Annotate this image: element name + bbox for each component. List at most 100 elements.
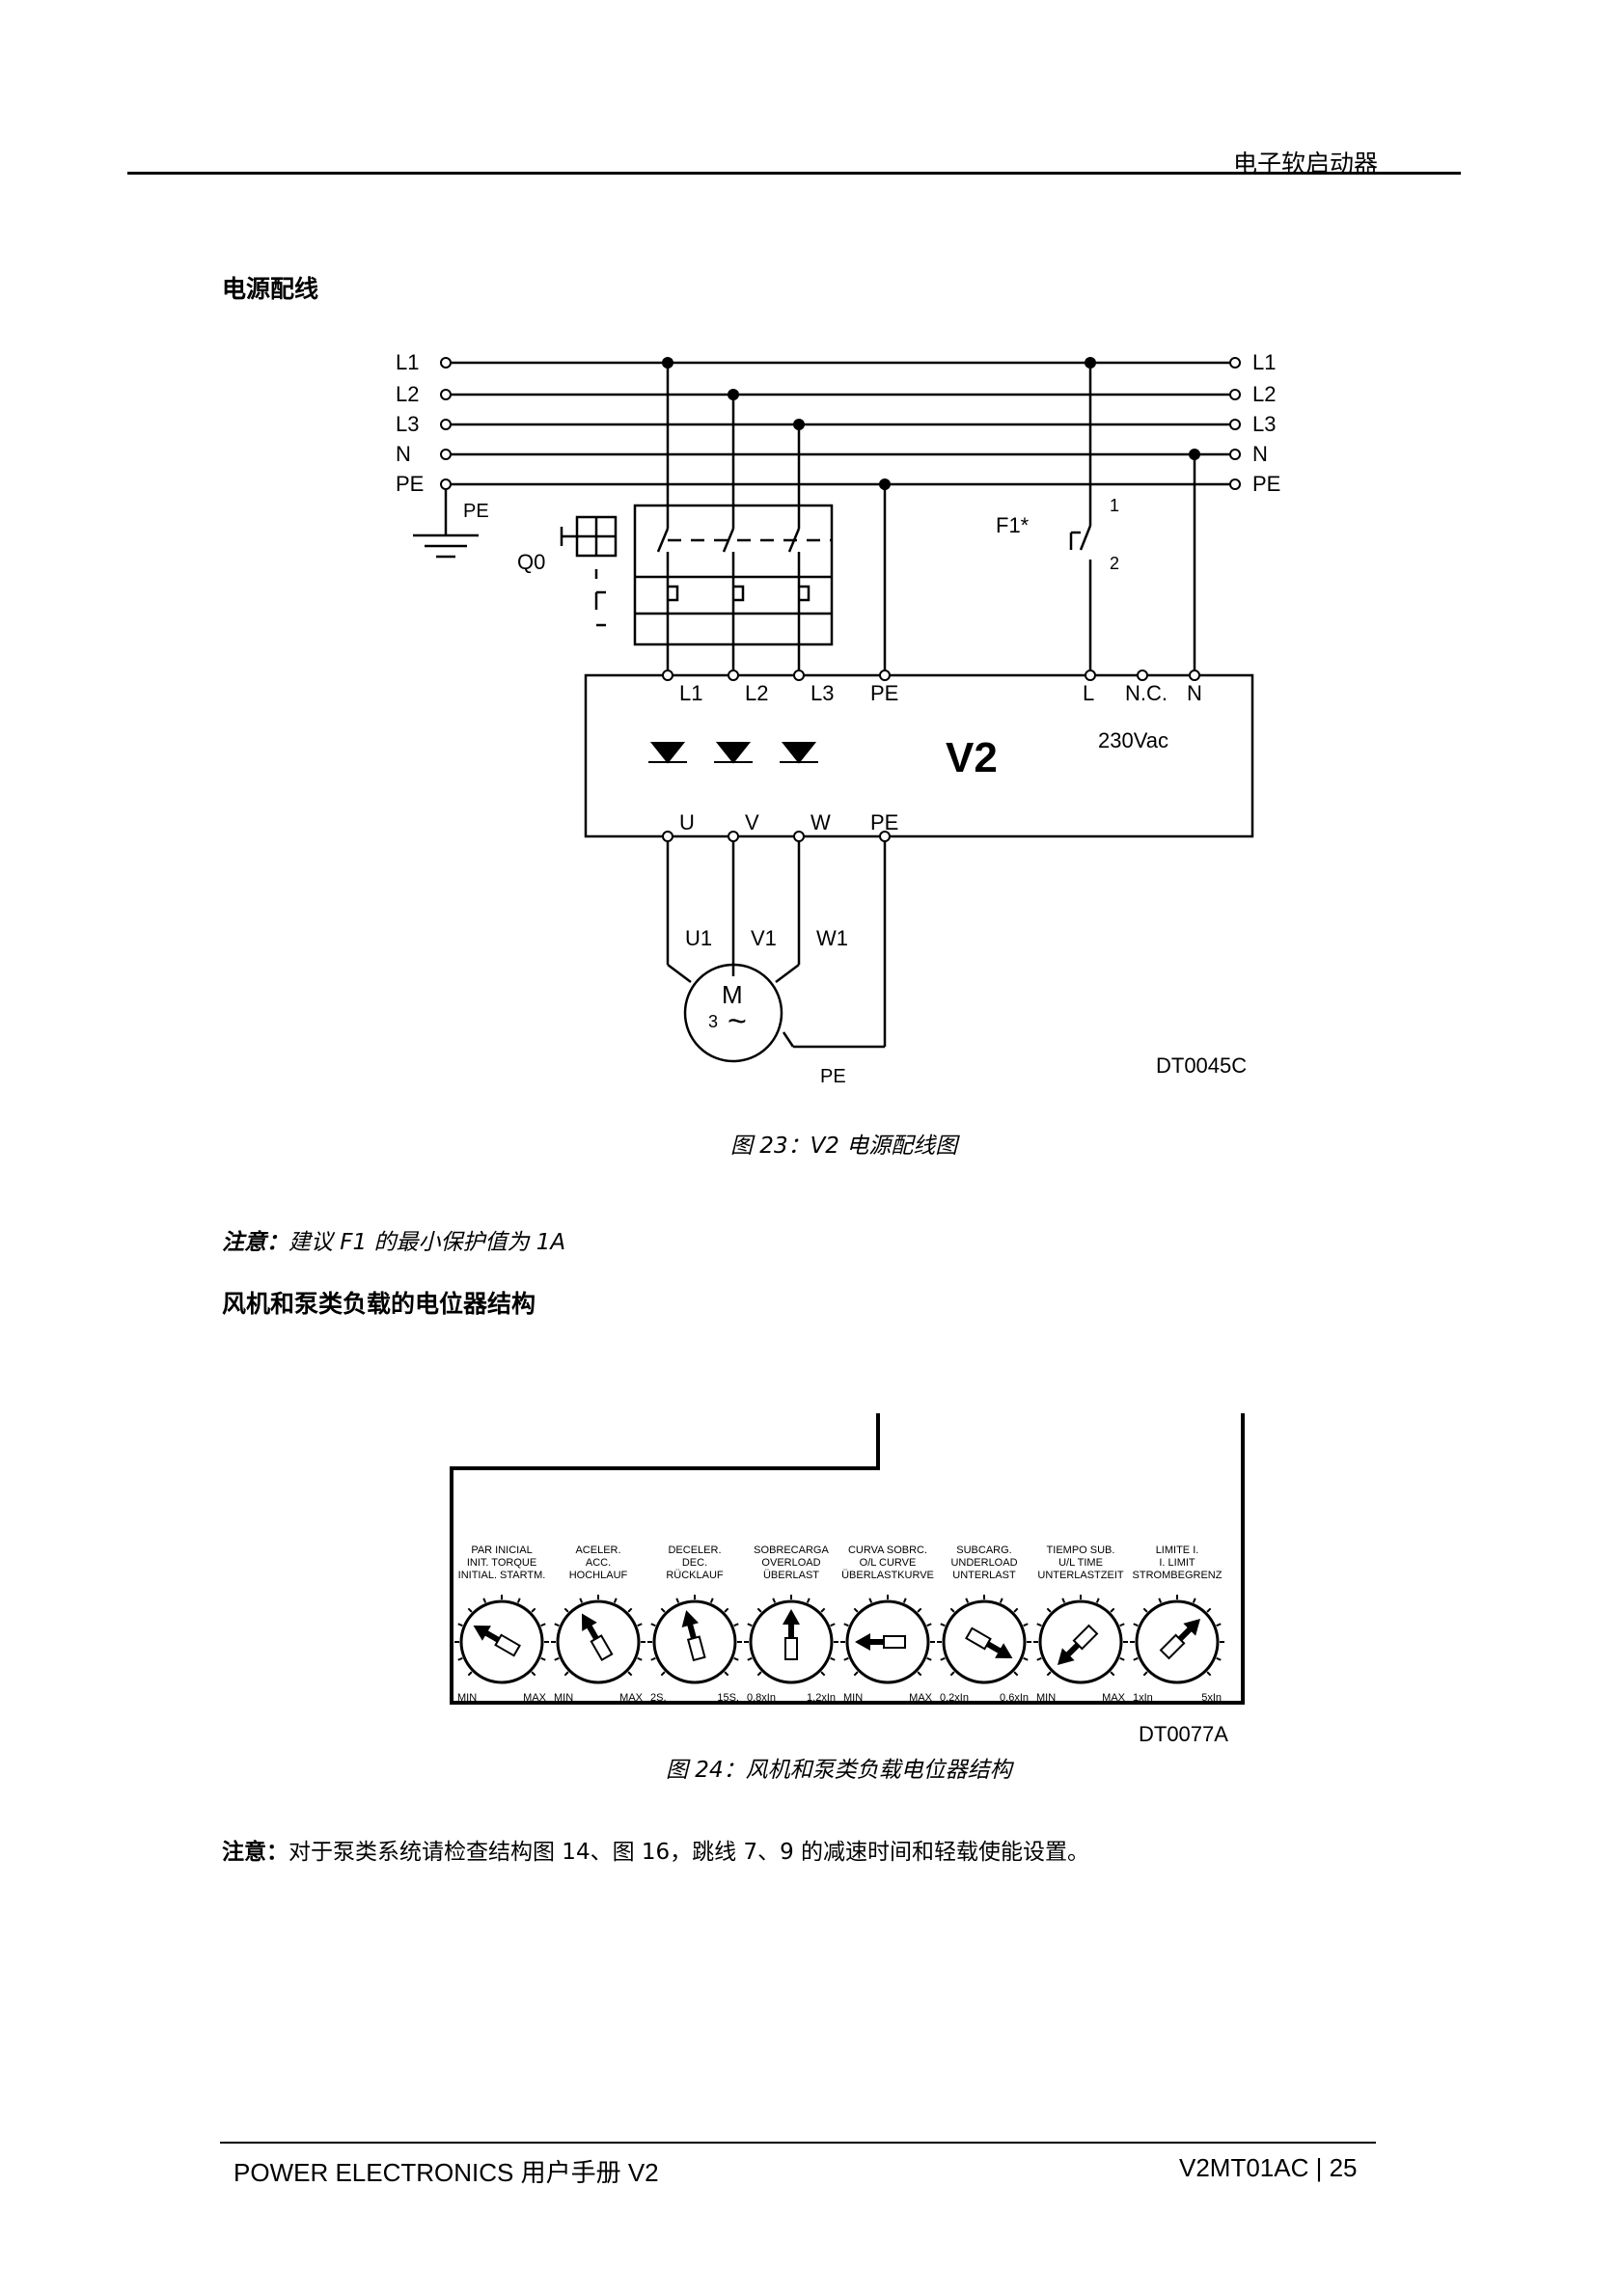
dial-max-label: MAX bbox=[619, 1692, 644, 1704]
right-line-label: L1 bbox=[1252, 350, 1276, 374]
motor-ac-symbol: ~ bbox=[728, 1003, 747, 1040]
motor-terminal-label: V1 bbox=[751, 926, 777, 950]
left-line-label: L1 bbox=[396, 350, 419, 374]
dial-min-label: 2S. bbox=[650, 1692, 667, 1704]
section-heading-power-wiring: 电源配线 bbox=[222, 275, 319, 303]
device-name: V2 bbox=[946, 734, 998, 781]
control-terminal-label: N bbox=[1187, 681, 1202, 705]
control-terminal-label: L bbox=[1083, 681, 1094, 705]
motor-pe-label: PE bbox=[820, 1066, 846, 1087]
note-text: 建议 F1 的最小保护值为 1A bbox=[288, 1230, 566, 1255]
fuse-label: F1* bbox=[996, 513, 1030, 537]
section-heading-potentiometer: 风机和泵类负载的电位器结构 bbox=[222, 1290, 536, 1318]
dial-label: UNDERLOAD bbox=[950, 1557, 1017, 1569]
dial-max-label: 1.2xIn bbox=[807, 1692, 836, 1704]
input-terminal-label: L1 bbox=[679, 681, 702, 705]
figure-24-code-label: DT0077A bbox=[1139, 1722, 1228, 1746]
right-line-label: PE bbox=[1252, 472, 1280, 496]
motor-phase: 3 bbox=[708, 1012, 718, 1031]
footer-left: POWER ELECTRONICS 用户手册 V2 bbox=[234, 2158, 659, 2187]
dial-label: ÜBERLASTKURVE bbox=[841, 1570, 934, 1581]
dial-label: O/L CURVE bbox=[860, 1557, 917, 1569]
motor-terminal-label: W1 bbox=[816, 926, 848, 950]
potentiometer-dial[interactable]: DECELER.DEC.RÜCKLAUF 2S. 15S. bbox=[647, 1544, 742, 1704]
input-terminal-label: L3 bbox=[810, 681, 834, 705]
dial-label: UNTERLASTZEIT bbox=[1037, 1570, 1124, 1581]
dial-label: LIMITE I. bbox=[1156, 1544, 1199, 1556]
output-terminal-label: U bbox=[679, 810, 695, 834]
dial-label: INITIAL. STARTM. bbox=[458, 1570, 546, 1581]
motor-terminal-label: U1 bbox=[685, 926, 712, 950]
right-line-label: L2 bbox=[1252, 382, 1276, 406]
dial-label: ÜBERLAST bbox=[763, 1570, 819, 1581]
dial-label: RÜCKLAUF bbox=[666, 1570, 724, 1581]
fuse-pin-1: 1 bbox=[1110, 496, 1119, 515]
note-1: 注意：建议 F1 的最小保护值为 1A bbox=[222, 1223, 565, 1256]
dial-max-label: MAX bbox=[523, 1692, 547, 1704]
dial-label: CURVA SOBRC. bbox=[848, 1544, 927, 1556]
left-line-label: N bbox=[396, 442, 411, 466]
dial-label: SOBRECARGA bbox=[754, 1544, 829, 1556]
input-terminal-label: PE bbox=[870, 681, 898, 705]
dial-label: OVERLOAD bbox=[761, 1557, 820, 1569]
output-terminal-label: W bbox=[810, 810, 831, 834]
output-terminal-label: PE bbox=[870, 810, 898, 834]
motor-symbol: M bbox=[722, 980, 743, 1009]
control-terminal-label: N.C. bbox=[1125, 681, 1168, 705]
footer-rule bbox=[220, 2142, 1376, 2144]
dial-max-label: 5xIn bbox=[1201, 1692, 1222, 1704]
dial-label: ACC. bbox=[586, 1557, 611, 1569]
output-terminal-label: V bbox=[745, 810, 759, 834]
dial-label: STROMBEGRENZ bbox=[1133, 1570, 1223, 1581]
dial-label: ACELER. bbox=[575, 1544, 620, 1556]
dial-label: SUBCARG. bbox=[956, 1544, 1011, 1556]
dial-min-label: MIN bbox=[1036, 1692, 1056, 1704]
dial-label: UNTERLAST bbox=[952, 1570, 1016, 1581]
dial-min-label: MIN bbox=[843, 1692, 863, 1704]
right-line-label: N bbox=[1252, 442, 1268, 466]
note-2: 注意：对于泵类系统请检查结构图 14、图 16，跳线 7、9 的减速时间和轻载使… bbox=[222, 1833, 1089, 1866]
figure-23-caption: 图 23：V2 电源配线图 bbox=[730, 1134, 958, 1159]
note-label: 注意： bbox=[222, 1840, 288, 1865]
left-line-label: L2 bbox=[396, 382, 419, 406]
dial-label: INIT. TORQUE bbox=[467, 1557, 536, 1569]
dial-label: DEC. bbox=[682, 1557, 707, 1569]
dial-max-label: MAX bbox=[909, 1692, 933, 1704]
dial-label: PAR INICIAL bbox=[471, 1544, 532, 1556]
left-line-label: PE bbox=[396, 472, 424, 496]
note-label: 注意： bbox=[222, 1230, 288, 1255]
right-line-label: L3 bbox=[1252, 412, 1276, 436]
dial-min-label: 1xIn bbox=[1133, 1692, 1153, 1704]
wiring-diagram: L1 L2 L3 N PE L1 L2 L3 N PE PE Q0 F1* 1 … bbox=[396, 350, 1280, 1087]
dial-max-label: 0.6xIn bbox=[1000, 1692, 1029, 1704]
figure-23-code: DT0045C bbox=[1156, 1053, 1247, 1078]
fuse-pin-2: 2 bbox=[1110, 554, 1119, 573]
voltage-label: 230Vac bbox=[1098, 728, 1168, 752]
dial-min-label: MIN bbox=[457, 1692, 477, 1704]
note-text: 对于泵类系统请检查结构图 14、图 16，跳线 7、9 的减速时间和轻载使能设置… bbox=[288, 1840, 1090, 1865]
breaker-label: Q0 bbox=[517, 550, 545, 574]
dial-label: U/L TIME bbox=[1058, 1557, 1103, 1569]
dial-max-label: MAX bbox=[1102, 1692, 1126, 1704]
ground-label: PE bbox=[463, 501, 489, 522]
dial-min-label: MIN bbox=[554, 1692, 573, 1704]
left-line-label: L3 bbox=[396, 412, 419, 436]
input-terminal-label: L2 bbox=[745, 681, 768, 705]
dial-min-label: 0.8xIn bbox=[747, 1692, 776, 1704]
dial-max-label: 15S. bbox=[717, 1692, 739, 1704]
dial-min-label: 0.2xIn bbox=[940, 1692, 969, 1704]
figure-24-caption: 图 24：风机和泵类负载电位器结构 bbox=[666, 1758, 1012, 1783]
footer-page: V2MT01AC | 25 bbox=[1179, 2153, 1358, 2182]
header-rule bbox=[127, 172, 1461, 175]
dial-label: DECELER. bbox=[668, 1544, 721, 1556]
dial-label: I. LIMIT bbox=[1159, 1557, 1195, 1569]
